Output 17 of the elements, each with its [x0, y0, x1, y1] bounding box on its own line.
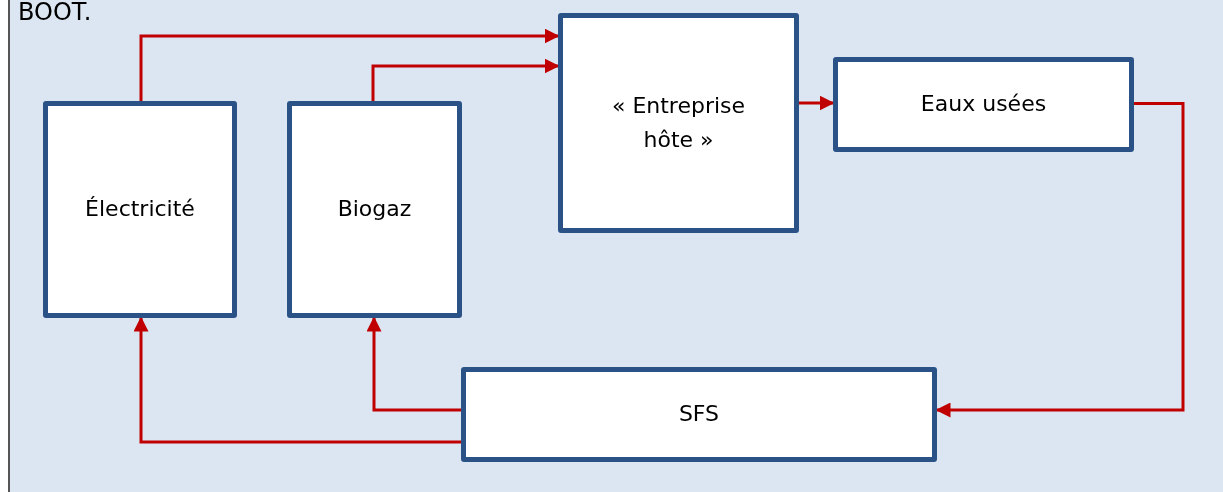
process-box — [558, 13, 799, 233]
process-box — [833, 57, 1134, 152]
process-box — [287, 101, 462, 318]
box-label: Biogaz — [337, 195, 412, 224]
arrow — [139, 28, 560, 101]
arrow — [133, 316, 461, 444]
box-label: Électricité — [85, 195, 195, 224]
arrow — [799, 95, 835, 111]
box-label: SFS — [678, 400, 720, 429]
process-box — [43, 101, 237, 318]
process-box — [461, 367, 937, 462]
box-label: Eaux usées — [920, 90, 1047, 119]
arrow — [366, 316, 461, 412]
box-label: « Entreprise hôte » — [610, 91, 747, 154]
arrow — [935, 102, 1185, 418]
arrow — [371, 58, 560, 101]
heading-text: BOOT. — [18, 0, 92, 24]
